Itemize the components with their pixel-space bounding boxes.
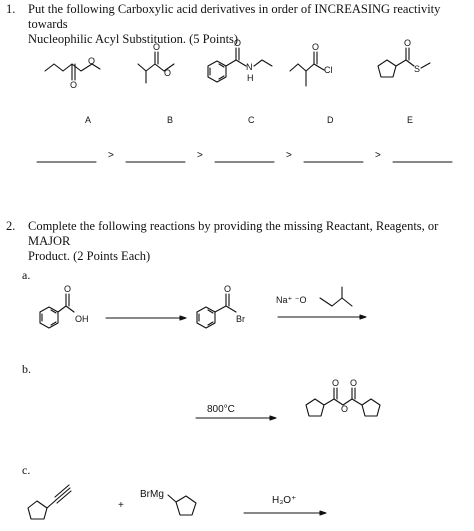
part-b-condition: 800°C [207,404,235,415]
part-c-grignard: BrMg [140,489,197,516]
part-a-arrow-1 [105,315,187,321]
compound-c-structure: O N H [207,38,273,83]
compound-label-e: E [407,115,413,125]
compound-d-chlorine: Cl [324,65,333,75]
part-b-anhydride: O O O [305,378,381,417]
compound-c-oxygen: O [234,38,241,48]
part-a-arrow-2 [277,314,367,320]
compound-d-structure: O Cl [289,42,333,87]
part-b-oxygen-2: O [350,378,357,388]
part-c-alkyne [27,484,72,520]
part-b-oxygen-1: O [332,378,339,388]
comparator-4: > [375,150,381,161]
part-b-bridge-oxygen: O [341,404,348,414]
part-a-bromine: Br [236,314,245,324]
question-1-text: Put the following Carboxylic acid deriva… [28,2,472,47]
part-a-benzoyl-bromide: O Br [196,284,245,329]
comparator-2: > [197,150,203,161]
compound-d-oxygen: O [312,42,319,52]
part-b-label: b. [22,362,31,376]
part-a-acid-oxygen: O [64,284,71,294]
compound-e-sulfur: S [414,64,420,74]
question-2-number: 2. [6,219,16,233]
question-1-number: 1. [6,2,16,16]
compound-b-oxygen: O [153,42,160,52]
compound-b-ester-oxygen: O [164,68,171,78]
compound-a-ester-oxygen: O [88,56,95,66]
part-c-reagent: BrMg [140,489,164,500]
compound-c-nitrogen: N [246,62,253,72]
part-a-hydroxyl: OH [75,314,89,324]
compound-a-oxygen: O [70,80,77,90]
question-2-line-1: Complete the following reactions by prov… [28,219,439,248]
part-c-arrow [243,510,327,516]
compound-label-a: A [85,115,91,125]
compound-label-c: C [248,115,255,125]
comparator-3: > [286,150,292,161]
comparator-1: > [108,150,114,161]
compound-label-b: B [167,115,173,125]
compound-e-oxygen: O [404,38,411,48]
part-a-benzoic-acid: O OH [39,284,89,329]
question-2-text: Complete the following reactions by prov… [28,219,472,264]
compound-c-hydrogen: H [247,73,254,83]
part-a-bromide-oxygen: O [224,284,231,294]
compound-label-d: D [327,115,334,125]
question-2-line-2: Product. (2 Points Each) [28,249,151,263]
part-c-plus: + [118,500,124,511]
compound-b-structure: O O [137,42,175,84]
part-c-label: c. [22,463,31,477]
part-c-condition: H₃O⁺ [272,495,296,506]
compound-e-structure: O S [377,38,431,78]
part-a-reagent: Na⁺ ⁻O [276,295,307,305]
part-a-alkoxide: Na⁺ ⁻O [276,286,353,307]
compound-a-structure: O O [44,56,101,90]
part-b-arrow [195,415,277,421]
question-1-line-1: Put the following Carboxylic acid deriva… [28,2,441,31]
question-1-line-2: Nucleophilic Acyl Substitution. (5 Point… [28,32,239,46]
part-a-label: a. [22,268,31,282]
